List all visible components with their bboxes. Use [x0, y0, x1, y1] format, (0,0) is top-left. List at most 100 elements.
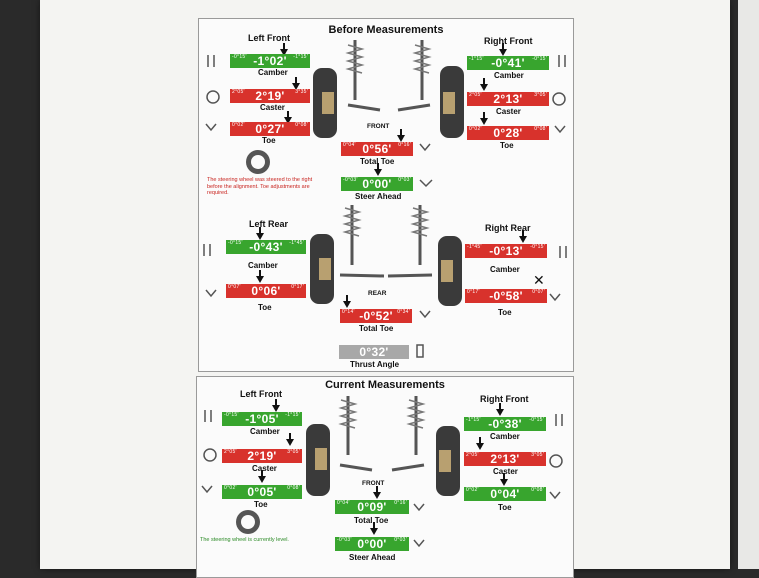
rf-camber-value: -0°38' [488, 417, 522, 431]
wheel-icon [306, 66, 464, 496]
right-rear-heading: Right Rear [485, 223, 531, 233]
lr-toe-label: Toe [258, 303, 272, 312]
rr-camber-value: -0°13' [489, 244, 523, 258]
rf-toe-bar: 0°02'0°08' 0°04' [464, 487, 546, 501]
lf-caster-bar: 2°05'3°05' 2°19' [222, 449, 302, 463]
arrow-icon [374, 163, 382, 176]
front-label: FRONT [367, 123, 390, 130]
lf-caster-value: 2°19' [255, 89, 285, 103]
rear-total-toe-value: -0°52' [359, 309, 393, 323]
thrust-angle-bar: 0°32' [339, 345, 409, 359]
steering-wheel-icon [236, 150, 270, 534]
lf-toe-value: 0°27' [255, 122, 285, 136]
front-total-toe-bar: 0°04'0°16' 0°09' [335, 500, 409, 514]
lf-caster-bar: 2°05'3°35' 2°19' [230, 89, 310, 103]
left-rear-heading: Left Rear [249, 219, 289, 229]
front-total-toe-value: 0°56' [362, 142, 392, 156]
lr-toe-value: 0°06' [251, 284, 281, 298]
lf-toe-label: Toe [254, 500, 268, 509]
rf-caster-label: Caster [493, 467, 518, 476]
lf-camber-value: -1°02' [253, 54, 287, 68]
background-sheet [738, 0, 759, 569]
lf-camber-bar: -0°15'-1°15' -1°05' [222, 412, 302, 426]
rf-camber-bar: -1°15'-0°15' -0°38' [464, 417, 546, 431]
x-mark-icon: ✕ [533, 272, 545, 288]
arrow-icon [499, 43, 507, 56]
rf-camber-value: -0°41' [491, 56, 525, 70]
hub-icon [315, 92, 455, 472]
thrust-angle-value: 0°32' [359, 345, 389, 359]
front-total-toe-value: 0°09' [357, 500, 387, 514]
lf-camber-label: Camber [258, 68, 288, 77]
left-front-heading: Left Front [248, 33, 290, 43]
rear-total-toe-label: Total Toe [359, 324, 394, 333]
arrow-icon [256, 227, 264, 240]
arrow-icon [258, 470, 266, 483]
rf-camber-bar: -1°15'-0°15' -0°41' [467, 56, 549, 70]
front-label: FRONT [362, 480, 385, 487]
arrow-icon [500, 473, 508, 486]
steer-ahead-value: 0°00' [362, 177, 392, 191]
panel-title: Before Measurements [328, 24, 444, 36]
lr-camber-value: -0°43' [249, 240, 283, 254]
arrow-icon [373, 486, 381, 499]
arrow-icon [280, 43, 288, 56]
rf-caster-value: 2°13' [490, 452, 520, 466]
arrow-icon [256, 270, 264, 283]
arrow-icon [292, 77, 300, 90]
arrow-icon [519, 230, 527, 243]
rf-toe-value: 0°28' [493, 126, 523, 140]
lf-caster-value: 2°19' [247, 449, 277, 463]
steer-ahead-label: Steer Ahead [349, 553, 396, 562]
lf-camber-bar: -0°15'-1°15' -1°02' [230, 54, 310, 68]
front-total-toe-bar: 0°04'0°16' 0°56' [341, 142, 413, 156]
lr-camber-label: Camber [248, 261, 278, 270]
arrow-icon [370, 522, 378, 535]
thrust-angle-label: Thrust Angle [350, 360, 400, 369]
panel-title: Current Measurements [325, 379, 445, 391]
lr-camber-bar: -0°15'-1°45' -0°43' [226, 240, 306, 254]
right-front-heading: Right Front [484, 36, 533, 46]
rr-toe-label: Toe [498, 308, 512, 317]
lf-toe-bar: 0°02'0°08' 0°27' [230, 122, 310, 136]
steering-note: The steering wheel is currently level. [200, 537, 289, 543]
rf-caster-value: 2°13' [493, 92, 523, 106]
lf-caster-label: Caster [252, 464, 277, 473]
left-front-heading: Left Front [240, 389, 282, 399]
front-total-toe-label: Total Toe [354, 516, 389, 525]
steer-ahead-value: 0°00' [357, 537, 387, 551]
rf-caster-bar: 2°05'3°05' 2°13' [464, 452, 546, 466]
rf-caster-bar: 2°05'3°05' 2°13' [467, 92, 549, 106]
lr-toe-bar: 0°07'0°17' 0°06' [226, 284, 306, 298]
arrow-icon [343, 295, 351, 308]
lf-toe-label: Toe [262, 136, 276, 145]
rf-toe-bar: 0°02'0°08' 0°28' [467, 126, 549, 140]
arrow-icon [480, 78, 488, 91]
rf-caster-label: Caster [496, 107, 521, 116]
rr-camber-bar: -1°45'-0°15' -0°13' [465, 244, 547, 258]
lf-toe-value: 0°05' [247, 485, 277, 499]
arrow-icon [480, 112, 488, 125]
steer-ahead-label: Steer Ahead [355, 192, 402, 201]
rr-camber-label: Camber [490, 265, 520, 274]
front-total-toe-label: Total Toe [360, 157, 395, 166]
arrow-icon [284, 111, 292, 124]
arrow-icon [397, 129, 405, 142]
arrow-icon [476, 437, 484, 450]
lf-caster-label: Caster [260, 103, 285, 112]
rr-toe-value: -0°58' [489, 289, 523, 303]
rf-camber-label: Camber [490, 432, 520, 441]
rear-total-toe-bar: 0°14'0°34' -0°52' [340, 309, 412, 323]
arrow-icon [286, 433, 294, 446]
lf-camber-value: -1°05' [245, 412, 279, 426]
lf-toe-bar: 0°02'0°08' 0°05' [222, 485, 302, 499]
lf-camber-label: Camber [250, 427, 280, 436]
right-front-heading: Right Front [480, 394, 529, 404]
rr-toe-bar: 0°17'0°07' -0°58' [465, 289, 547, 303]
rf-toe-value: 0°04' [490, 487, 520, 501]
rf-toe-label: Toe [500, 141, 514, 150]
steer-ahead-bar: -0°03'0°03' 0°00' [335, 537, 409, 551]
steer-ahead-bar: -0°03'0°03' 0°00' [341, 177, 413, 191]
steering-note: The steering wheel was steered to the ri… [207, 177, 313, 196]
